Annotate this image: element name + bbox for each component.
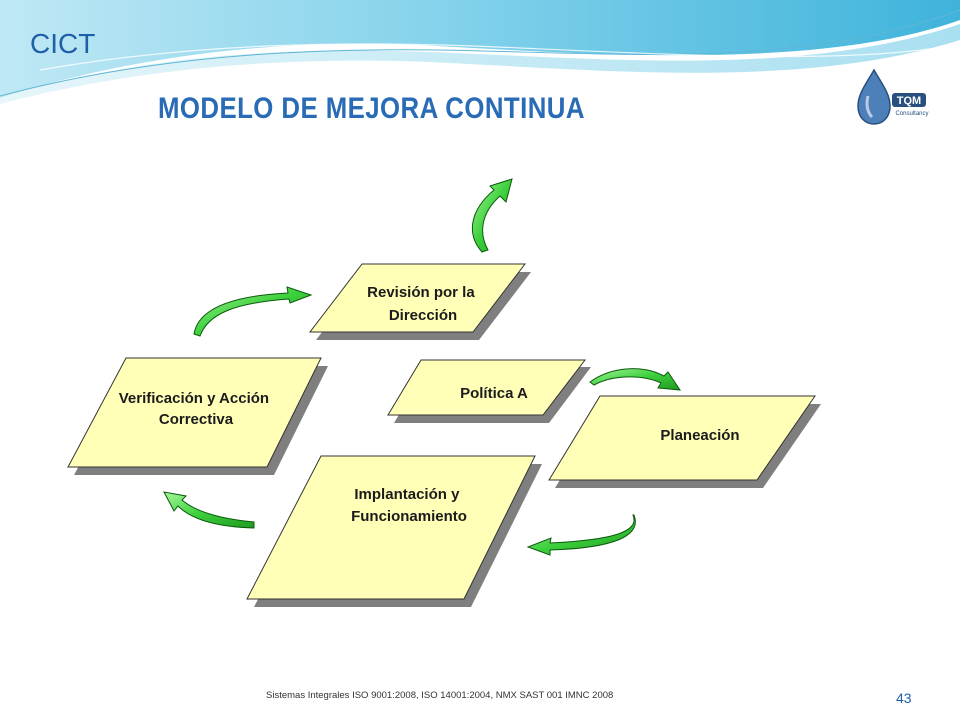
brand-label: CICT <box>30 28 96 59</box>
slide-title: MODELO DE MEJORA CONTINUA <box>158 92 585 125</box>
curved-arrow-lower-right <box>526 514 636 556</box>
box-implantacion-line1: Implantación y <box>354 486 460 503</box>
box-politica: Política A <box>387 359 591 423</box>
svg-text:Planeación: Planeación <box>660 427 739 444</box>
svg-text:Política A: Política A <box>460 385 528 402</box>
curved-arrow-right <box>589 368 681 391</box>
footer-text: Sistemas Integrales ISO 9001:2008, ISO 1… <box>266 690 614 701</box>
box-revision-line2: Dirección <box>389 307 457 324</box>
box-verificacion: Verificación y Acción Correctiva <box>67 357 328 475</box>
box-revision-line1: Revisión por la <box>367 284 475 301</box>
tqm-logo-subtext: Consultancy <box>895 111 928 117</box>
box-planeacion: Planeación <box>548 395 821 488</box>
curved-arrow-top <box>472 178 513 253</box>
water-drop-icon <box>857 68 891 125</box>
svg-text:Implantación y Funcion: Implantación y Funcionamiento <box>351 486 467 525</box>
curved-arrow-upper-left <box>193 286 313 337</box>
box-politica-line1: Política A <box>460 385 528 402</box>
box-revision: Revisión por la Dirección <box>308 263 531 340</box>
tqm-logo-text: TQM <box>897 95 921 107</box>
svg-text:Revisión por la Direcc: Revisión por la Dirección <box>367 284 479 324</box>
header-wave-decoration <box>0 0 960 104</box>
box-verificacion-line2: Correctiva <box>159 411 234 428</box>
box-implantacion: Implantación y Funcionamiento <box>246 455 542 607</box>
page-number: 43 <box>896 690 912 706</box>
svg-text:Verificación y Acción: Verificación y Acción Correctiva <box>119 390 274 428</box>
tqm-logo: TQM Consultancy <box>852 66 942 128</box>
box-planeacion-line1: Planeación <box>660 427 739 444</box>
box-verificacion-line1: Verificación y Acción <box>119 390 269 407</box>
box-implantacion-line2: Funcionamiento <box>351 508 467 525</box>
curved-arrow-lower-left <box>163 491 255 529</box>
